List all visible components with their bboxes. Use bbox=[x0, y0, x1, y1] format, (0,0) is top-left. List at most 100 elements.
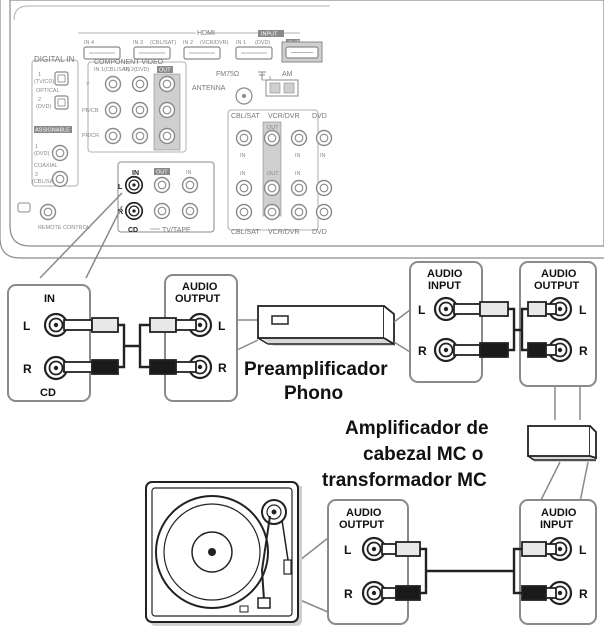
hdmi-input-label: INPUT bbox=[261, 32, 278, 38]
component-pb-label: PB/CB bbox=[82, 108, 99, 114]
cd-tape-section: IN OUT IN L R CD TV/TAPE bbox=[117, 161, 215, 234]
turntable-device bbox=[145, 481, 302, 626]
cd-in-label: IN bbox=[132, 170, 139, 177]
hdmi-in4-label: IN 4 bbox=[84, 40, 94, 46]
preamp-input-r-label: R bbox=[418, 344, 427, 358]
cd-in-jack-r bbox=[124, 201, 144, 221]
optical-2-label: 2 bbox=[38, 97, 41, 103]
coaxial-2-label: 2 bbox=[35, 172, 38, 178]
component-video-section: COMPONENT VIDEO IN 1(CBL/SAT) IN 2(DVD) … bbox=[82, 59, 187, 153]
digital-in-section: DIGITAL IN 1 (TV/CD) OPTICAL 2 (DVD) ASS… bbox=[31, 55, 79, 188]
cbl-sat-label-top: CBL/SAT bbox=[231, 113, 260, 120]
turntable-output-l-label: L bbox=[344, 543, 351, 557]
coaxial-jack-2 bbox=[51, 170, 69, 188]
preamp-output-l-label: L bbox=[218, 319, 225, 333]
hdmi-in3-label: IN 3 bbox=[133, 40, 143, 46]
mc-input-title-2: INPUT bbox=[540, 519, 573, 531]
am-label: AM bbox=[282, 71, 293, 78]
turntable-output-title-1: AUDIO bbox=[346, 507, 382, 519]
mc-input-r-label: R bbox=[579, 587, 588, 601]
component-pr-label: PR/CR bbox=[82, 133, 99, 139]
coaxial-1-label: 1 bbox=[35, 144, 38, 150]
hdmi-in2-label: IN 2 bbox=[183, 40, 193, 46]
cd-r-label: R bbox=[118, 209, 123, 216]
preamp-output-box: AUDIO OUTPUT L R bbox=[164, 274, 238, 402]
cable-preamp-to-mc bbox=[453, 301, 557, 358]
cd-l-label: L bbox=[118, 184, 123, 191]
preamp-input-box: AUDIO INPUT L R bbox=[409, 261, 483, 383]
phono-preamp-device bbox=[257, 305, 395, 346]
phono-preamp-label-1: Preamplificador bbox=[244, 359, 388, 380]
cbl-sat-label-bottom: CBL/SAT bbox=[231, 229, 260, 236]
hdmi-in1-label: IN 1 bbox=[236, 40, 246, 46]
hdmi-in1-source: (DVD) bbox=[255, 40, 270, 46]
av-inputs-section: CBL/SAT VCR/DVR DVD OUT OUT IN IN IN IN … bbox=[227, 109, 333, 236]
cd-zoom-in-label: IN bbox=[44, 293, 55, 305]
zoom-callout-lines bbox=[39, 192, 123, 279]
mc-amp-label-3: transformador MC bbox=[322, 470, 487, 491]
optical-port-2 bbox=[54, 95, 69, 110]
mc-input-box: AUDIO INPUT L R bbox=[519, 499, 597, 625]
cable-cd-to-preamp bbox=[63, 317, 197, 375]
hdmi-label: HDMI bbox=[197, 30, 215, 37]
antenna-section: FM75Ω ANTENNA AM bbox=[192, 71, 299, 105]
cd-zoom-r-label: R bbox=[23, 362, 32, 376]
mc-input-l-label: L bbox=[579, 543, 586, 557]
digital-in-label: DIGITAL IN bbox=[34, 55, 75, 64]
component-out-label: OUT bbox=[159, 68, 171, 74]
vcr-in-label-bottom: IN bbox=[295, 171, 301, 177]
cd-zoom-l-label: L bbox=[23, 319, 30, 333]
mc-output-r-label: R bbox=[579, 344, 588, 358]
coaxial-1-source: (DVD) bbox=[34, 151, 49, 157]
mc-amplifier-device bbox=[527, 425, 597, 462]
optical-1-label: 1 bbox=[38, 72, 41, 78]
vcr-out-label-top: OUT bbox=[267, 125, 279, 131]
preamp-output-title-1: AUDIO bbox=[182, 281, 218, 293]
preamp-output-r-label: R bbox=[218, 361, 227, 375]
mc-output-l-label: L bbox=[579, 303, 586, 317]
optical-label: OPTICAL bbox=[36, 88, 60, 94]
cd-zoom-label: CD bbox=[40, 387, 56, 399]
tv-tape-label: TV/TAPE bbox=[162, 227, 191, 234]
preamp-input-title-2: INPUT bbox=[428, 280, 461, 292]
preamp-input-l-label: L bbox=[418, 303, 425, 317]
cbl-in-label-top: IN bbox=[240, 153, 246, 159]
antenna-label: ANTENNA bbox=[192, 85, 226, 92]
component-in2-label: IN 2(DVD) bbox=[124, 67, 150, 73]
hdmi-in2-source: (VCR/DVR) bbox=[200, 40, 229, 46]
mc-amp-label-2: cabezal MC o bbox=[363, 444, 483, 465]
phono-preamp-label-2: Phono bbox=[284, 383, 343, 404]
hdmi-in3-source: (CBL/SAT) bbox=[150, 40, 176, 46]
preamp-output-title-2: OUTPUT bbox=[175, 293, 221, 305]
mc-output-box: AUDIO OUTPUT L R bbox=[519, 261, 597, 387]
mc-output-title-2: OUTPUT bbox=[534, 280, 580, 292]
vcr-dvr-label-top: VCR/DVR bbox=[268, 113, 300, 120]
fm-label: FM75Ω bbox=[216, 71, 239, 78]
cable-turntable-to-mc bbox=[381, 541, 557, 601]
dvd-label-top: DVD bbox=[312, 113, 327, 120]
coaxial-2-source: (CBL/SAT) bbox=[32, 179, 58, 185]
remote-control-section: REMOTE CONTROL bbox=[17, 202, 90, 231]
mc-output-title-1: AUDIO bbox=[541, 268, 577, 280]
coaxial-label: COAXIAL bbox=[34, 163, 58, 169]
assignable-label: ASSIGNABLE bbox=[35, 128, 70, 134]
receiver-rear-panel: HDMI INPUT IN 4 IN 3 (CBL/SAT) IN 2 (VCR… bbox=[0, 0, 604, 259]
coaxial-jack-1 bbox=[51, 144, 69, 162]
dvd-label-bottom: DVD bbox=[312, 229, 327, 236]
component-y-label: Y bbox=[86, 82, 90, 88]
hdmi-section: HDMI INPUT IN 4 IN 3 (CBL/SAT) IN 2 (VCR… bbox=[78, 29, 323, 63]
preamp-input-title-1: AUDIO bbox=[427, 268, 463, 280]
optical-1-source: (TV/CD) bbox=[34, 79, 54, 85]
dvd-in-label-top: IN bbox=[320, 153, 326, 159]
mc-input-title-1: AUDIO bbox=[541, 507, 577, 519]
cd-in-jack-l bbox=[124, 175, 144, 195]
mc-amp-label-1: Amplificador de bbox=[345, 418, 489, 439]
vcr-in-label-top: IN bbox=[295, 153, 301, 159]
remote-control-label: REMOTE CONTROL bbox=[38, 225, 90, 231]
optical-port-1 bbox=[54, 71, 69, 86]
turntable-output-box: AUDIO OUTPUT L R bbox=[327, 499, 409, 625]
turntable-output-r-label: R bbox=[344, 587, 353, 601]
remote-control-jack bbox=[39, 203, 57, 221]
cbl-in-label-bottom: IN bbox=[240, 171, 246, 177]
